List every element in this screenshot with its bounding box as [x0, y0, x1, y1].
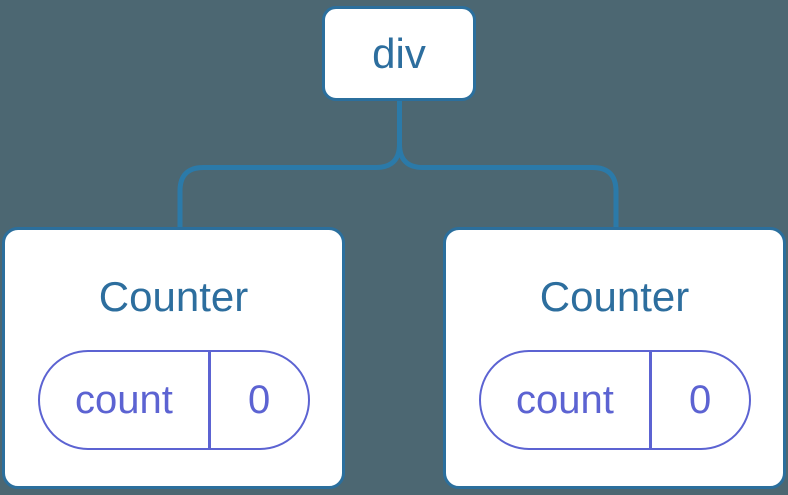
- state-key: count: [74, 377, 173, 422]
- component-card-right: Counter count 0: [443, 227, 786, 489]
- pill-divider: [208, 352, 211, 448]
- connector-left-branch: [177, 98, 402, 230]
- state-key: count: [515, 377, 614, 422]
- root-node: div: [322, 6, 476, 101]
- pill-divider: [649, 352, 652, 448]
- component-card-left: Counter count 0: [2, 227, 345, 489]
- state-value: 0: [248, 377, 271, 422]
- root-node-label: div: [372, 29, 426, 77]
- component-title: Counter: [539, 273, 690, 320]
- component-title: Counter: [98, 273, 249, 320]
- state-value: 0: [689, 377, 712, 422]
- connector-right-branch: [397, 98, 619, 230]
- state-pill: count 0: [37, 350, 310, 450]
- state-pill: count 0: [478, 350, 751, 450]
